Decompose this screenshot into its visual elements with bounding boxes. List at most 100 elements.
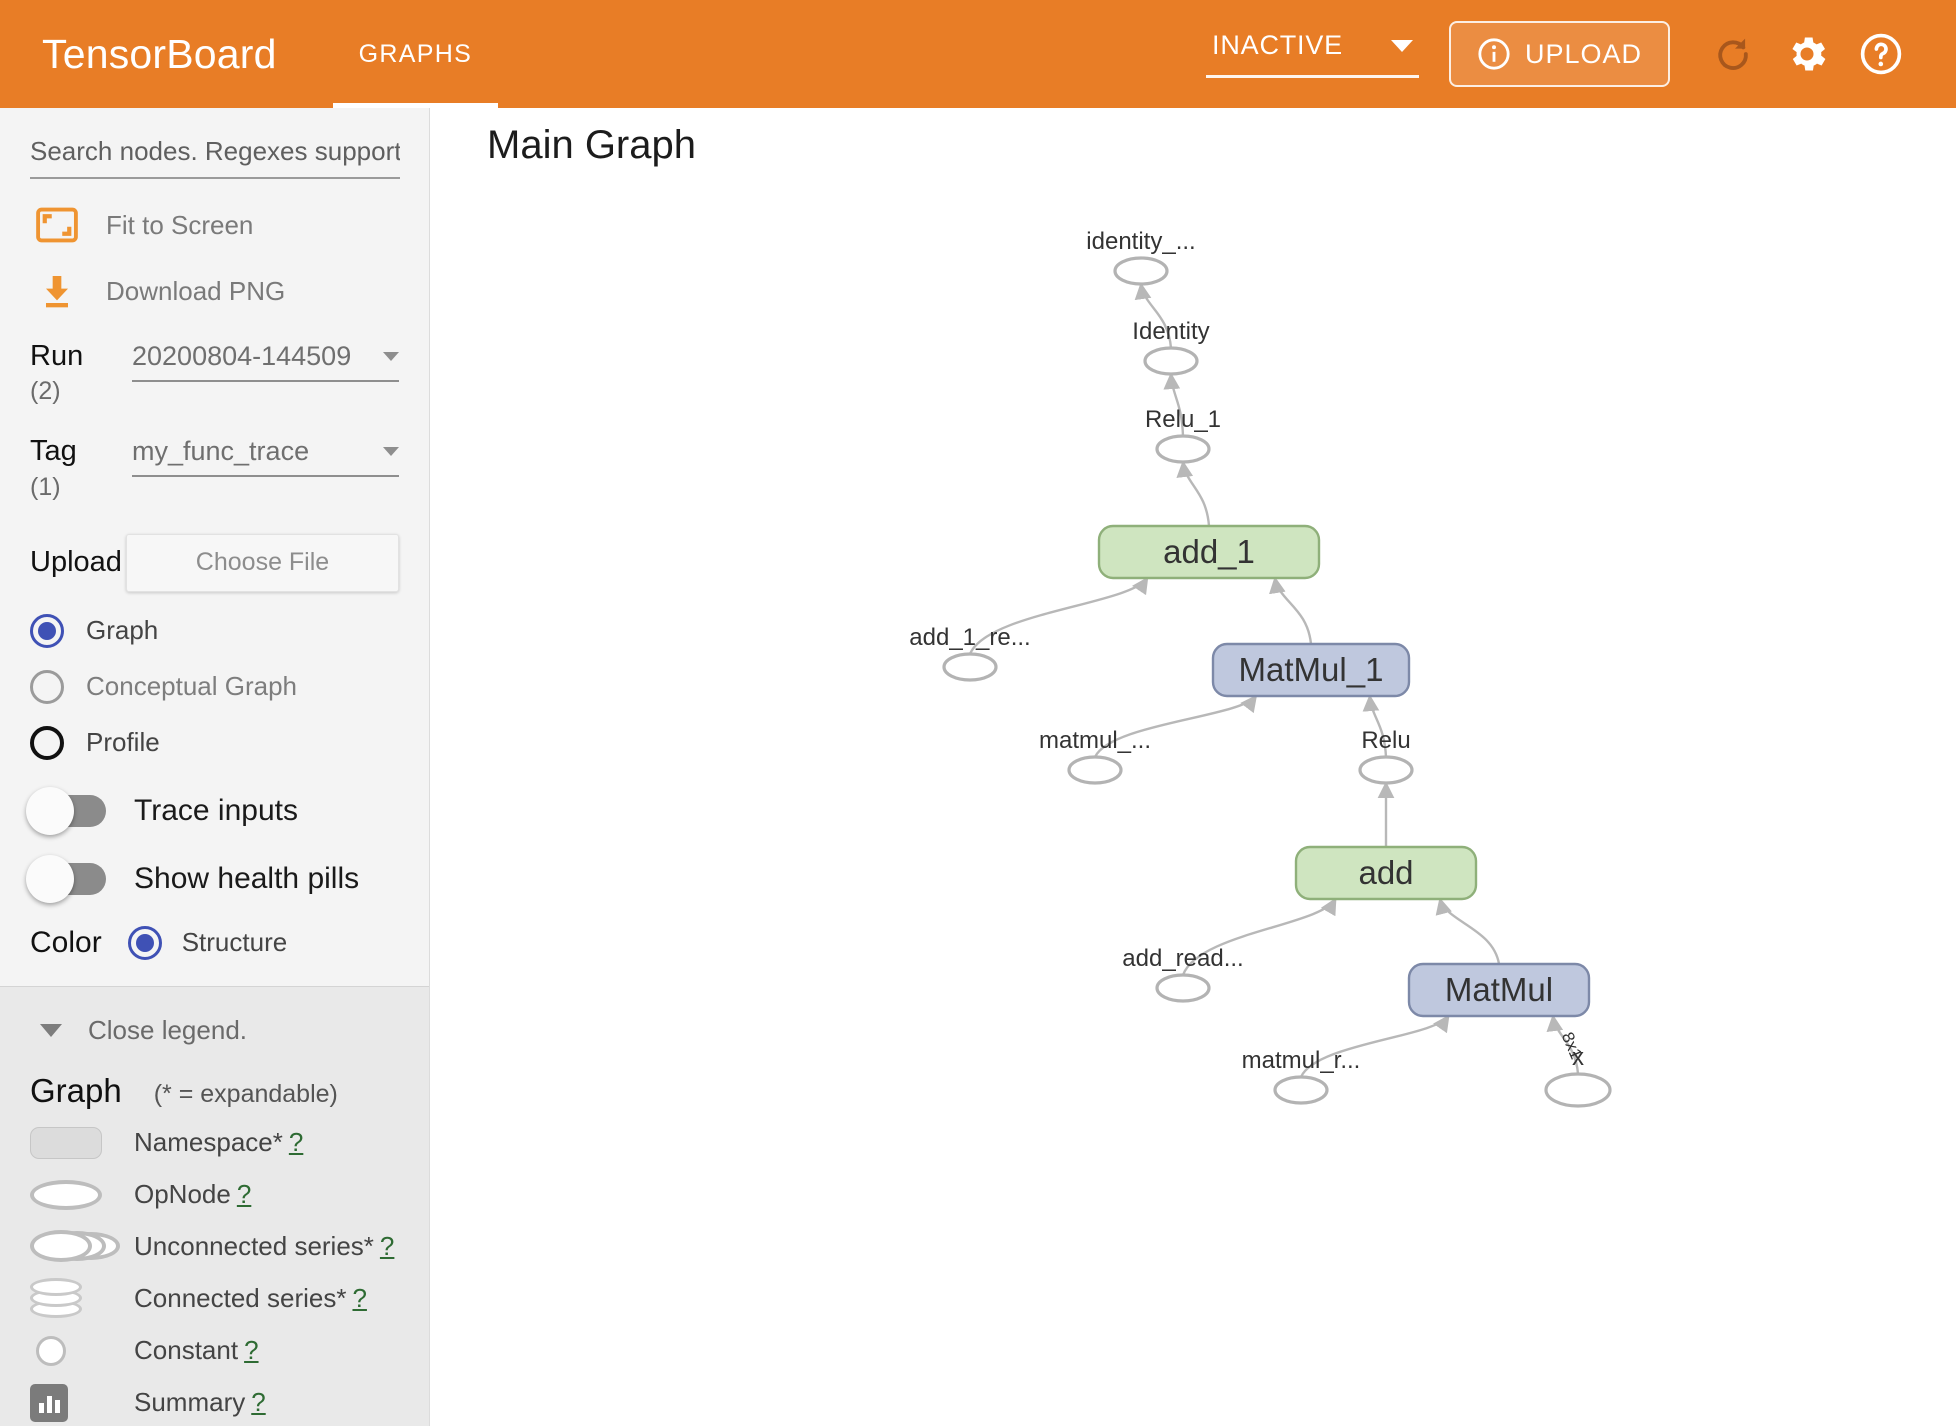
graph-node-MatMul[interactable]: MatMul [1407,962,1591,1018]
graph-node-Identity[interactable]: Identity [1132,318,1210,376]
radio-graph-label: Graph [86,615,159,646]
graph-node-matmul_r[interactable]: matmul_r... [1242,1047,1361,1105]
constant-swatch-icon [30,1335,134,1366]
graph-node-box [1211,642,1411,698]
graph-edge [1546,1014,1580,1075]
graph-node-label: MatMul_1 [1239,651,1384,688]
legend-item-namespace-help[interactable]: ? [288,1127,304,1158]
fit-to-screen-button[interactable]: Fit to Screen [30,207,399,243]
radio-color-structure-indicator[interactable] [127,925,162,960]
legend-item-constant-help[interactable]: ? [244,1335,259,1366]
tag-label: Tag [30,435,77,468]
namespace-swatch-icon [30,1126,134,1159]
radio-graph[interactable]: Graph [30,613,399,648]
legend-item-unconnected-series-help[interactable]: ? [379,1231,395,1262]
run-status-value: INACTIVE [1212,30,1343,60]
run-status-dropdown[interactable]: INACTIVE [1206,30,1419,78]
tag-label-block: Tag (1) [30,436,126,501]
radio-profile-indicator [30,725,64,760]
app-brand: TensorBoard [42,30,277,77]
help-circle-icon [1860,33,1902,75]
chevron-down-icon [383,352,399,361]
upload-button-label: UPLOAD [1524,38,1642,69]
graph-edge [1163,372,1185,437]
legend-item-connected-series-label: Connected series* [134,1283,347,1314]
graph-node-box [1294,845,1478,901]
graph-node-add[interactable]: add [1294,845,1478,901]
tag-count: (1) [30,472,61,501]
radio-conceptual-graph-label: Conceptual Graph [86,671,298,702]
radio-conceptual-graph[interactable]: Conceptual Graph [30,669,399,704]
legend-item-summary-help[interactable]: ? [251,1387,266,1418]
graph-node-box [1097,524,1321,580]
graph-node-label: identity_... [1086,228,1195,255]
tab-graphs[interactable]: GRAPHS [332,0,499,108]
info-circle-icon [1478,38,1510,70]
toggle-health-pills-label: Show health pills [134,861,360,895]
graph-edge [1299,1014,1450,1078]
toggle-health-pills-switch [26,854,106,903]
graph-node-add_1_read[interactable]: add_1_re... [909,624,1031,682]
run-count: (2) [30,377,61,406]
graph-node-identity_1[interactable]: identity_... [1086,228,1196,286]
search-input[interactable] [30,136,400,179]
opnode-ellipse [1273,1075,1329,1105]
graph-node-label: x [1572,1044,1584,1071]
summary-swatch-icon [30,1383,134,1422]
graph-node-Relu[interactable]: Relu [1358,727,1414,785]
legend-item-connected-series-help[interactable]: ? [352,1283,367,1314]
graph-title: Main Graph [487,123,696,167]
legend-item-namespace: Namespace*? [30,1124,399,1162]
search-container [30,108,400,179]
app-header: TensorBoard GRAPHS INACTIVE UPLOAD [0,0,1956,108]
tag-value: my_func_trace [132,436,310,467]
graph-node-label: matmul_r... [1242,1047,1361,1074]
help-button[interactable] [1844,17,1918,91]
graph-node-MatMul_1[interactable]: MatMul_1 [1211,642,1411,698]
close-legend-button[interactable]: Close legend. [30,1015,399,1046]
toggle-trace-inputs[interactable]: Trace inputs [26,786,399,835]
legend-item-unconnected-series-label: Unconnected series* [134,1231,374,1262]
tag-selector-row: Tag (1) my_func_trace [30,436,399,501]
choose-file-button[interactable]: Choose File [126,533,399,592]
upload-button[interactable]: UPLOAD [1448,21,1670,87]
unconnected-series-swatch-icon [30,1229,134,1264]
download-png-label: Download PNG [106,275,286,306]
graph-node-add_1[interactable]: add_1 [1097,524,1321,580]
legend-title-row: Graph (* = expandable) [30,1072,399,1110]
graph-edge [968,576,1149,655]
close-legend-label: Close legend. [88,1014,247,1045]
radio-conceptual-graph-indicator [30,669,64,704]
opnode-swatch-icon [30,1179,134,1210]
run-dropdown[interactable]: 20200804-144509 [132,341,399,382]
toggle-health-pills[interactable]: Show health pills [26,854,399,903]
refresh-button[interactable] [1696,17,1770,91]
tag-dropdown[interactable]: my_func_trace [132,436,399,478]
graph-svg[interactable]: 8x1 identity_...IdentityRelu_1add_1add_1… [431,108,1956,1426]
tab-graphs-label: GRAPHS [358,39,473,68]
download-png-button[interactable]: Download PNG [30,271,399,311]
legend-item-namespace-label: Namespace* [134,1127,283,1158]
graph-node-add_read[interactable]: add_read... [1122,945,1244,1003]
chevron-down-icon [383,447,399,457]
graph-node-x[interactable]: x [1544,1044,1612,1108]
upload-row: Upload Choose File [30,533,399,592]
graph-node-matmul_r1[interactable]: matmul_... [1039,727,1151,785]
graph-edge [1362,694,1388,758]
legend-hint: (* = expandable) [153,1079,338,1108]
opnode-ellipse [1113,256,1169,286]
opnode-ellipse [1067,755,1123,785]
settings-button[interactable] [1770,17,1844,91]
refresh-icon [1718,38,1748,70]
legend-item-opnode: OpNode? [30,1176,399,1214]
graph-node-label: Relu_1 [1145,406,1221,433]
radio-profile[interactable]: Profile [30,725,399,760]
color-label: Color [30,925,102,959]
graph-node-label: MatMul [1445,971,1553,1008]
legend-item-opnode-help[interactable]: ? [236,1179,252,1210]
graph-edge [1181,897,1337,976]
graph-node-Relu_1[interactable]: Relu_1 [1145,406,1221,464]
legend-item-unconnected-series: Unconnected series*? [30,1228,399,1266]
run-value: 20200804-144509 [132,341,352,371]
